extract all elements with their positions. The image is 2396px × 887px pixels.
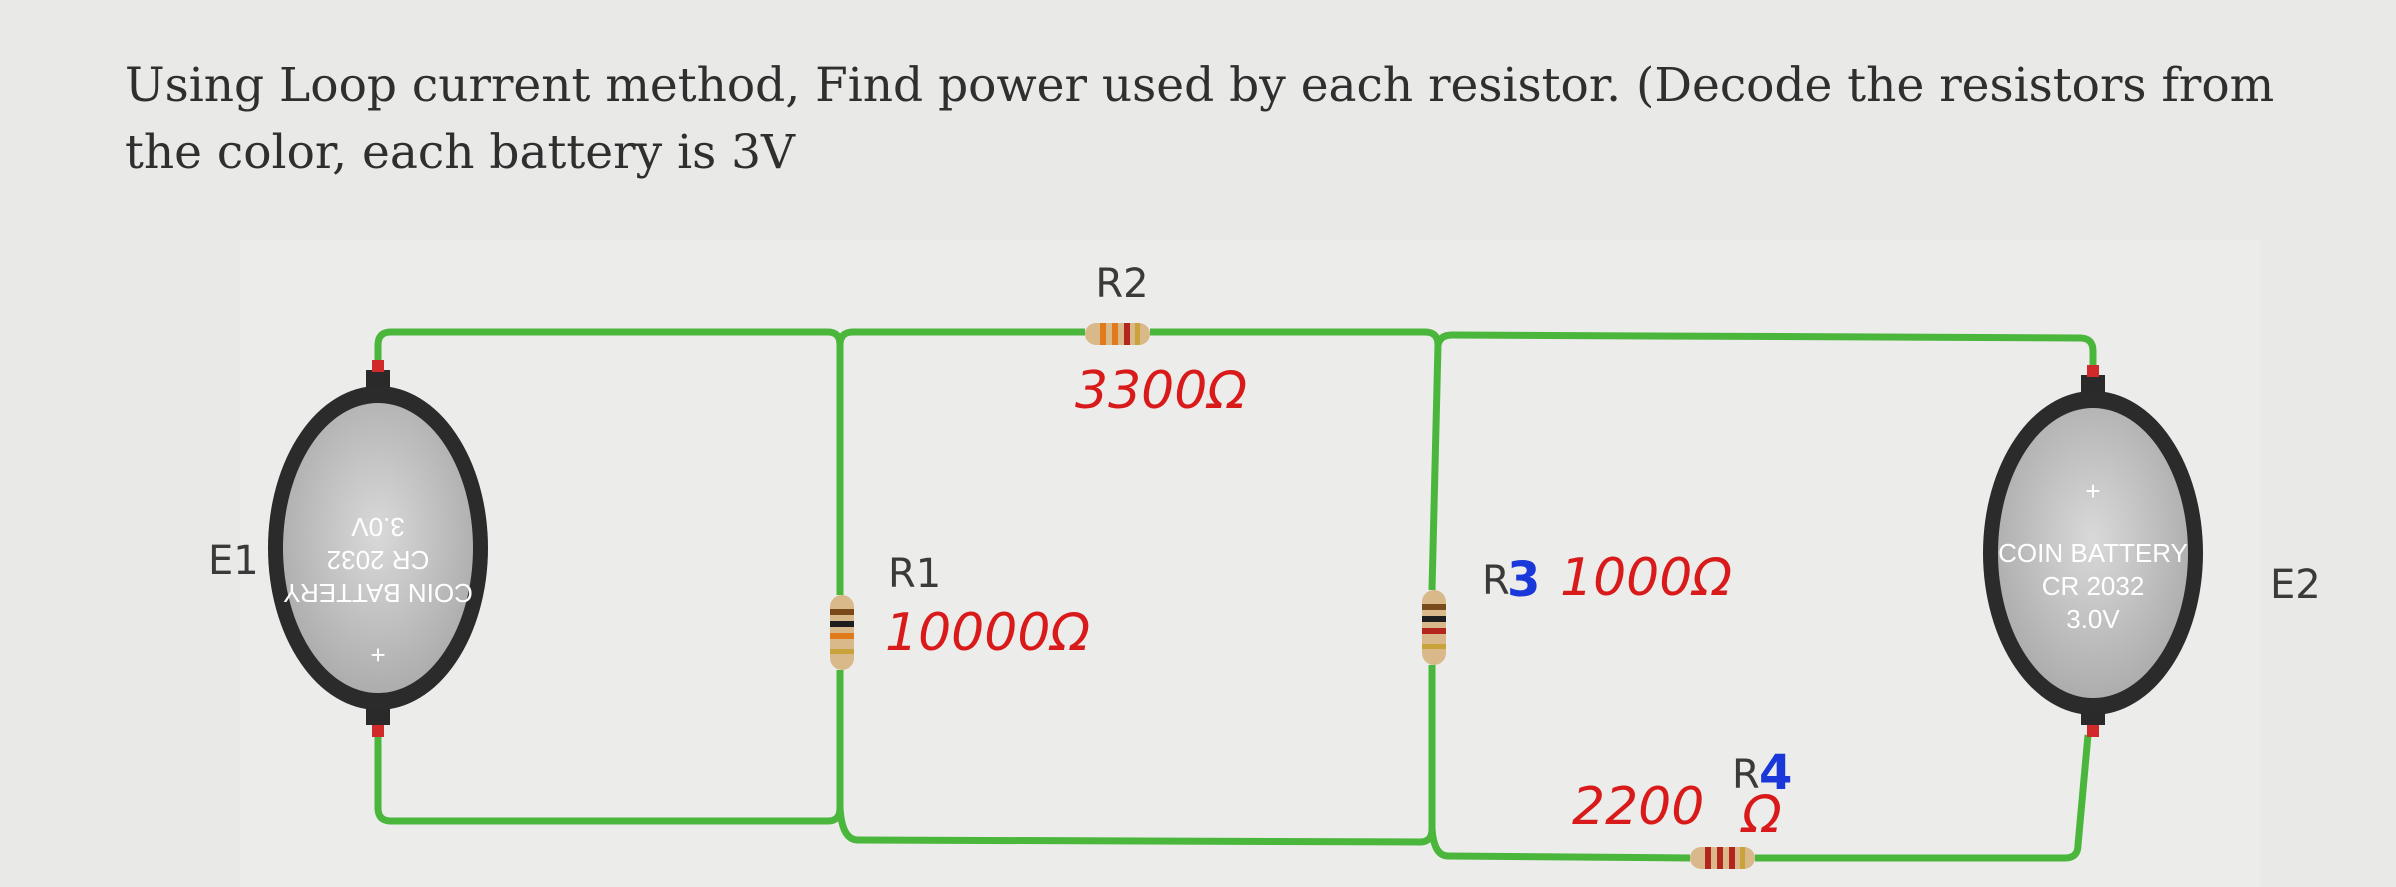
wire-left-bottom — [374, 670, 844, 825]
label-r4-digit: 4 — [1759, 745, 1792, 801]
battery-e2-label-1: COIN BATTERY — [1998, 538, 2188, 568]
wire-r4-right — [1755, 734, 2092, 862]
battery-e2[interactable]: + COIN BATTERY CR 2032 3.0V — [1983, 365, 2203, 737]
battery-e1[interactable]: COIN BATTERY CR 2032 3.0V + — [268, 360, 488, 737]
label-r3-prefix: R — [1482, 558, 1510, 604]
label-r2: R2 — [1095, 261, 1148, 307]
resistor-r2[interactable] — [1085, 323, 1150, 345]
annotation-r4-ohm: Ω — [1740, 785, 1782, 845]
annotation-r4-value: 2200 — [1572, 777, 1704, 837]
wires — [374, 328, 2097, 862]
battery-e1-label-3: 3.0V — [351, 512, 405, 542]
annotation-r2-value: 3300Ω — [1075, 361, 1247, 421]
wire-right-bottom — [1428, 828, 1691, 862]
diagram-panel — [240, 240, 2260, 887]
resistor-r3[interactable] — [1422, 590, 1446, 665]
resistor-r4[interactable] — [1690, 847, 1755, 869]
label-e2: E2 — [2270, 562, 2321, 608]
label-r4-prefix: R — [1732, 752, 1760, 798]
battery-e2-label-2: CR 2032 — [2042, 571, 2145, 601]
wire-right-top — [1434, 331, 2097, 375]
battery-e2-label-3: 3.0V — [2066, 604, 2120, 634]
battery-e1-label-2: CR 2032 — [327, 545, 430, 575]
wire-mid-top — [836, 328, 1085, 346]
label-r3-digit: 3 — [1507, 552, 1540, 608]
battery-e1-plus: + — [370, 640, 385, 670]
label-e1: E1 — [208, 538, 259, 584]
wire-mid-bottom — [836, 665, 1436, 846]
resistor-r1[interactable] — [830, 595, 854, 670]
annotation-r3-value: 1000Ω — [1560, 548, 1732, 608]
annotation-r1-value: 10000Ω — [885, 603, 1090, 663]
battery-e1-label-1: COIN BATTERY — [283, 578, 473, 608]
battery-e2-plus: + — [2085, 476, 2100, 506]
question-text: Using Loop current method, Find power us… — [125, 58, 2275, 181]
label-r1: R1 — [888, 551, 941, 597]
